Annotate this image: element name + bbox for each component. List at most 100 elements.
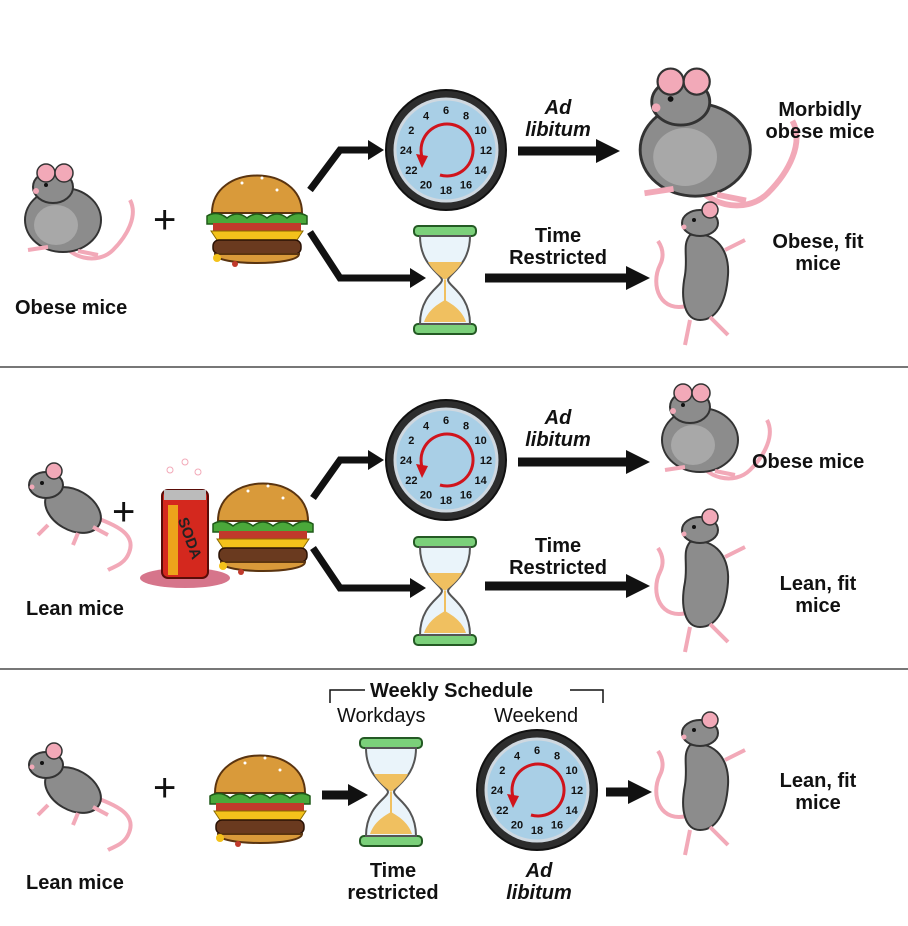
clock-number: 6 xyxy=(443,415,449,427)
panel2-tr-line1: Time xyxy=(534,535,582,557)
panel1-adlib-line1: Ad xyxy=(544,97,572,119)
panel2-soda-can: SODA xyxy=(140,458,230,588)
clock-number: 4 xyxy=(423,110,430,122)
panel3-mouse-fit xyxy=(654,710,747,857)
clock-number: 20 xyxy=(420,180,432,192)
panel1-hourglass xyxy=(413,225,477,335)
clock-number: 24 xyxy=(400,455,413,467)
clock-number: 20 xyxy=(420,490,432,502)
clock-number: 4 xyxy=(423,420,430,432)
clock-number: 22 xyxy=(496,805,508,817)
clock-face xyxy=(393,407,499,513)
clock-number: 12 xyxy=(480,455,492,467)
panel2-result-tr: Lean, fit mice xyxy=(763,573,873,617)
clock-arrow xyxy=(419,122,475,178)
clock-number: 20 xyxy=(511,820,523,832)
clock-number: 12 xyxy=(480,145,492,157)
panel1-arrow-tr xyxy=(485,266,650,290)
panel3-result-line1: Lean, fit xyxy=(779,770,857,792)
clock-number: 14 xyxy=(475,165,488,177)
panel1-tr-label: Time Restricted xyxy=(496,225,620,269)
clock-number: 4 xyxy=(514,750,521,762)
panel2-hourglass xyxy=(413,536,477,646)
panel2-adlib-line1: Ad xyxy=(544,407,572,429)
panel3-arrow-1 xyxy=(322,784,368,806)
clock-number: 12 xyxy=(571,785,583,797)
panel2-branch-arrows xyxy=(310,450,426,598)
panel3-result: Lean, fit mice xyxy=(763,770,873,814)
panel1-burger xyxy=(206,174,308,268)
clock-number: 6 xyxy=(443,105,449,117)
panel1-result-tr-line2: mice xyxy=(795,253,841,275)
panel2-result-tr-line1: Lean, fit xyxy=(779,573,857,595)
clock-number: 14 xyxy=(475,475,488,487)
panel1-branch-arrows xyxy=(307,140,426,288)
panel1-result-tr-line1: Obese, fit xyxy=(772,231,864,253)
panel3-result-line2: mice xyxy=(795,792,841,814)
clock-arrowhead xyxy=(416,154,428,168)
panel1-result-tr: Obese, fit mice xyxy=(760,231,876,275)
panel3-burger xyxy=(209,754,311,848)
panel2-result-tr-line2: mice xyxy=(795,595,841,617)
panel3-arrow-2 xyxy=(606,780,652,804)
clock-number: 10 xyxy=(566,765,578,777)
clock-number: 8 xyxy=(463,420,469,432)
panel3-mouse-lean xyxy=(27,741,133,852)
clock-number: 16 xyxy=(460,180,472,192)
panel1-result-adlib: Morbidly obese mice xyxy=(755,99,885,143)
weekend-caption: Ad libitum xyxy=(497,860,581,904)
clock-number: 6 xyxy=(534,745,540,757)
clock-number: 18 xyxy=(440,495,452,507)
panel1-result-adlib-line2: obese mice xyxy=(765,121,875,143)
clock-number: 14 xyxy=(566,805,579,817)
panel1-arrow-adlib xyxy=(518,139,620,163)
clock-number: 22 xyxy=(405,475,417,487)
clock-number: 18 xyxy=(531,825,543,837)
panel2-start-label: Lean mice xyxy=(26,598,124,620)
workdays-label: Workdays xyxy=(337,705,426,727)
clock-number: 8 xyxy=(554,750,560,762)
clock-arrowhead xyxy=(507,794,519,808)
panel1-mouse-obese xyxy=(23,162,135,261)
plus-sign-2: + xyxy=(112,490,136,534)
weekend-caption-line2: libitum xyxy=(506,882,572,904)
clock-number: 24 xyxy=(400,145,413,157)
clock-number: 10 xyxy=(475,125,487,137)
clock-arrow xyxy=(419,432,475,488)
clock-number: 2 xyxy=(408,435,414,447)
workdays-caption-line1: Time xyxy=(369,860,417,882)
clock-face xyxy=(393,97,499,203)
panel2-adlib-line2: libitum xyxy=(525,429,591,451)
weekend-caption-line1: Ad xyxy=(525,860,553,882)
panel1-mouse-fit xyxy=(654,200,747,347)
panel1-tr-line1: Time xyxy=(534,225,582,247)
panel2-arrow-adlib xyxy=(518,450,650,474)
clock-number: 2 xyxy=(408,125,414,137)
clock-number: 8 xyxy=(463,110,469,122)
schedule-bracket xyxy=(329,689,604,703)
panel1-tr-line2: Restricted xyxy=(509,247,607,269)
panel3-start-label: Lean mice xyxy=(26,872,124,894)
panel2-result-adlib: Obese mice xyxy=(752,451,865,473)
panel1-adlib-line2: libitum xyxy=(525,119,591,141)
panel1-start-label: Obese mice xyxy=(15,297,128,319)
schedule-title: Weekly Schedule xyxy=(370,680,534,702)
clock-arrow xyxy=(510,762,566,818)
plus-sign-1: + xyxy=(153,198,177,242)
plus-sign-3: + xyxy=(153,766,177,810)
workdays-caption: Time restricted xyxy=(335,860,451,904)
clock-number: 10 xyxy=(475,435,487,447)
clock-number: 16 xyxy=(460,490,472,502)
panel3-hourglass xyxy=(359,737,423,847)
clock-number: 24 xyxy=(491,785,504,797)
panel2-adlib-label: Ad libitum xyxy=(518,407,598,451)
panel2-tr-line2: Restricted xyxy=(509,557,607,579)
panel1-result-adlib-line1: Morbidly xyxy=(778,99,862,121)
clock-number: 22 xyxy=(405,165,417,177)
panel2-burger xyxy=(212,482,314,576)
clock-number: 18 xyxy=(440,185,452,197)
panel1-adlib-label: Ad libitum xyxy=(518,97,598,141)
panel2-tr-label: Time Restricted xyxy=(496,535,620,579)
